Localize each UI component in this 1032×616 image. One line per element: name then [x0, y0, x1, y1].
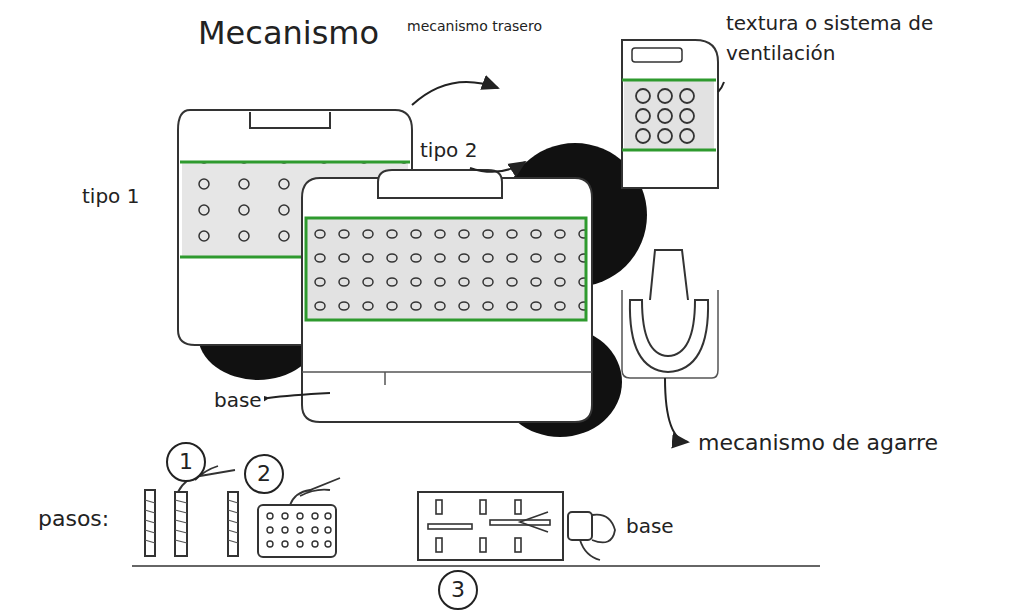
callout-number: 1 — [179, 451, 193, 473]
part-label: base — [624, 514, 676, 538]
diagram-title: Mecanismo — [196, 14, 381, 52]
step-number-circle: 2 — [244, 454, 284, 494]
callout-number: 2 — [257, 463, 271, 485]
part-label: base — [212, 388, 264, 412]
callout-number: 3 — [451, 579, 465, 601]
part-label: tipo 1 — [80, 184, 141, 208]
part-label: mecanismo de agarre — [696, 430, 940, 456]
step-number-circle: 3 — [438, 570, 478, 610]
step-number-circle: 1 — [166, 442, 206, 482]
part-label: mecanismo trasero — [405, 18, 544, 35]
step-heading: pasos: — [36, 506, 111, 532]
part-label: textura o sistema de ventilación — [724, 8, 1008, 68]
part-label: tipo 2 — [418, 138, 479, 162]
